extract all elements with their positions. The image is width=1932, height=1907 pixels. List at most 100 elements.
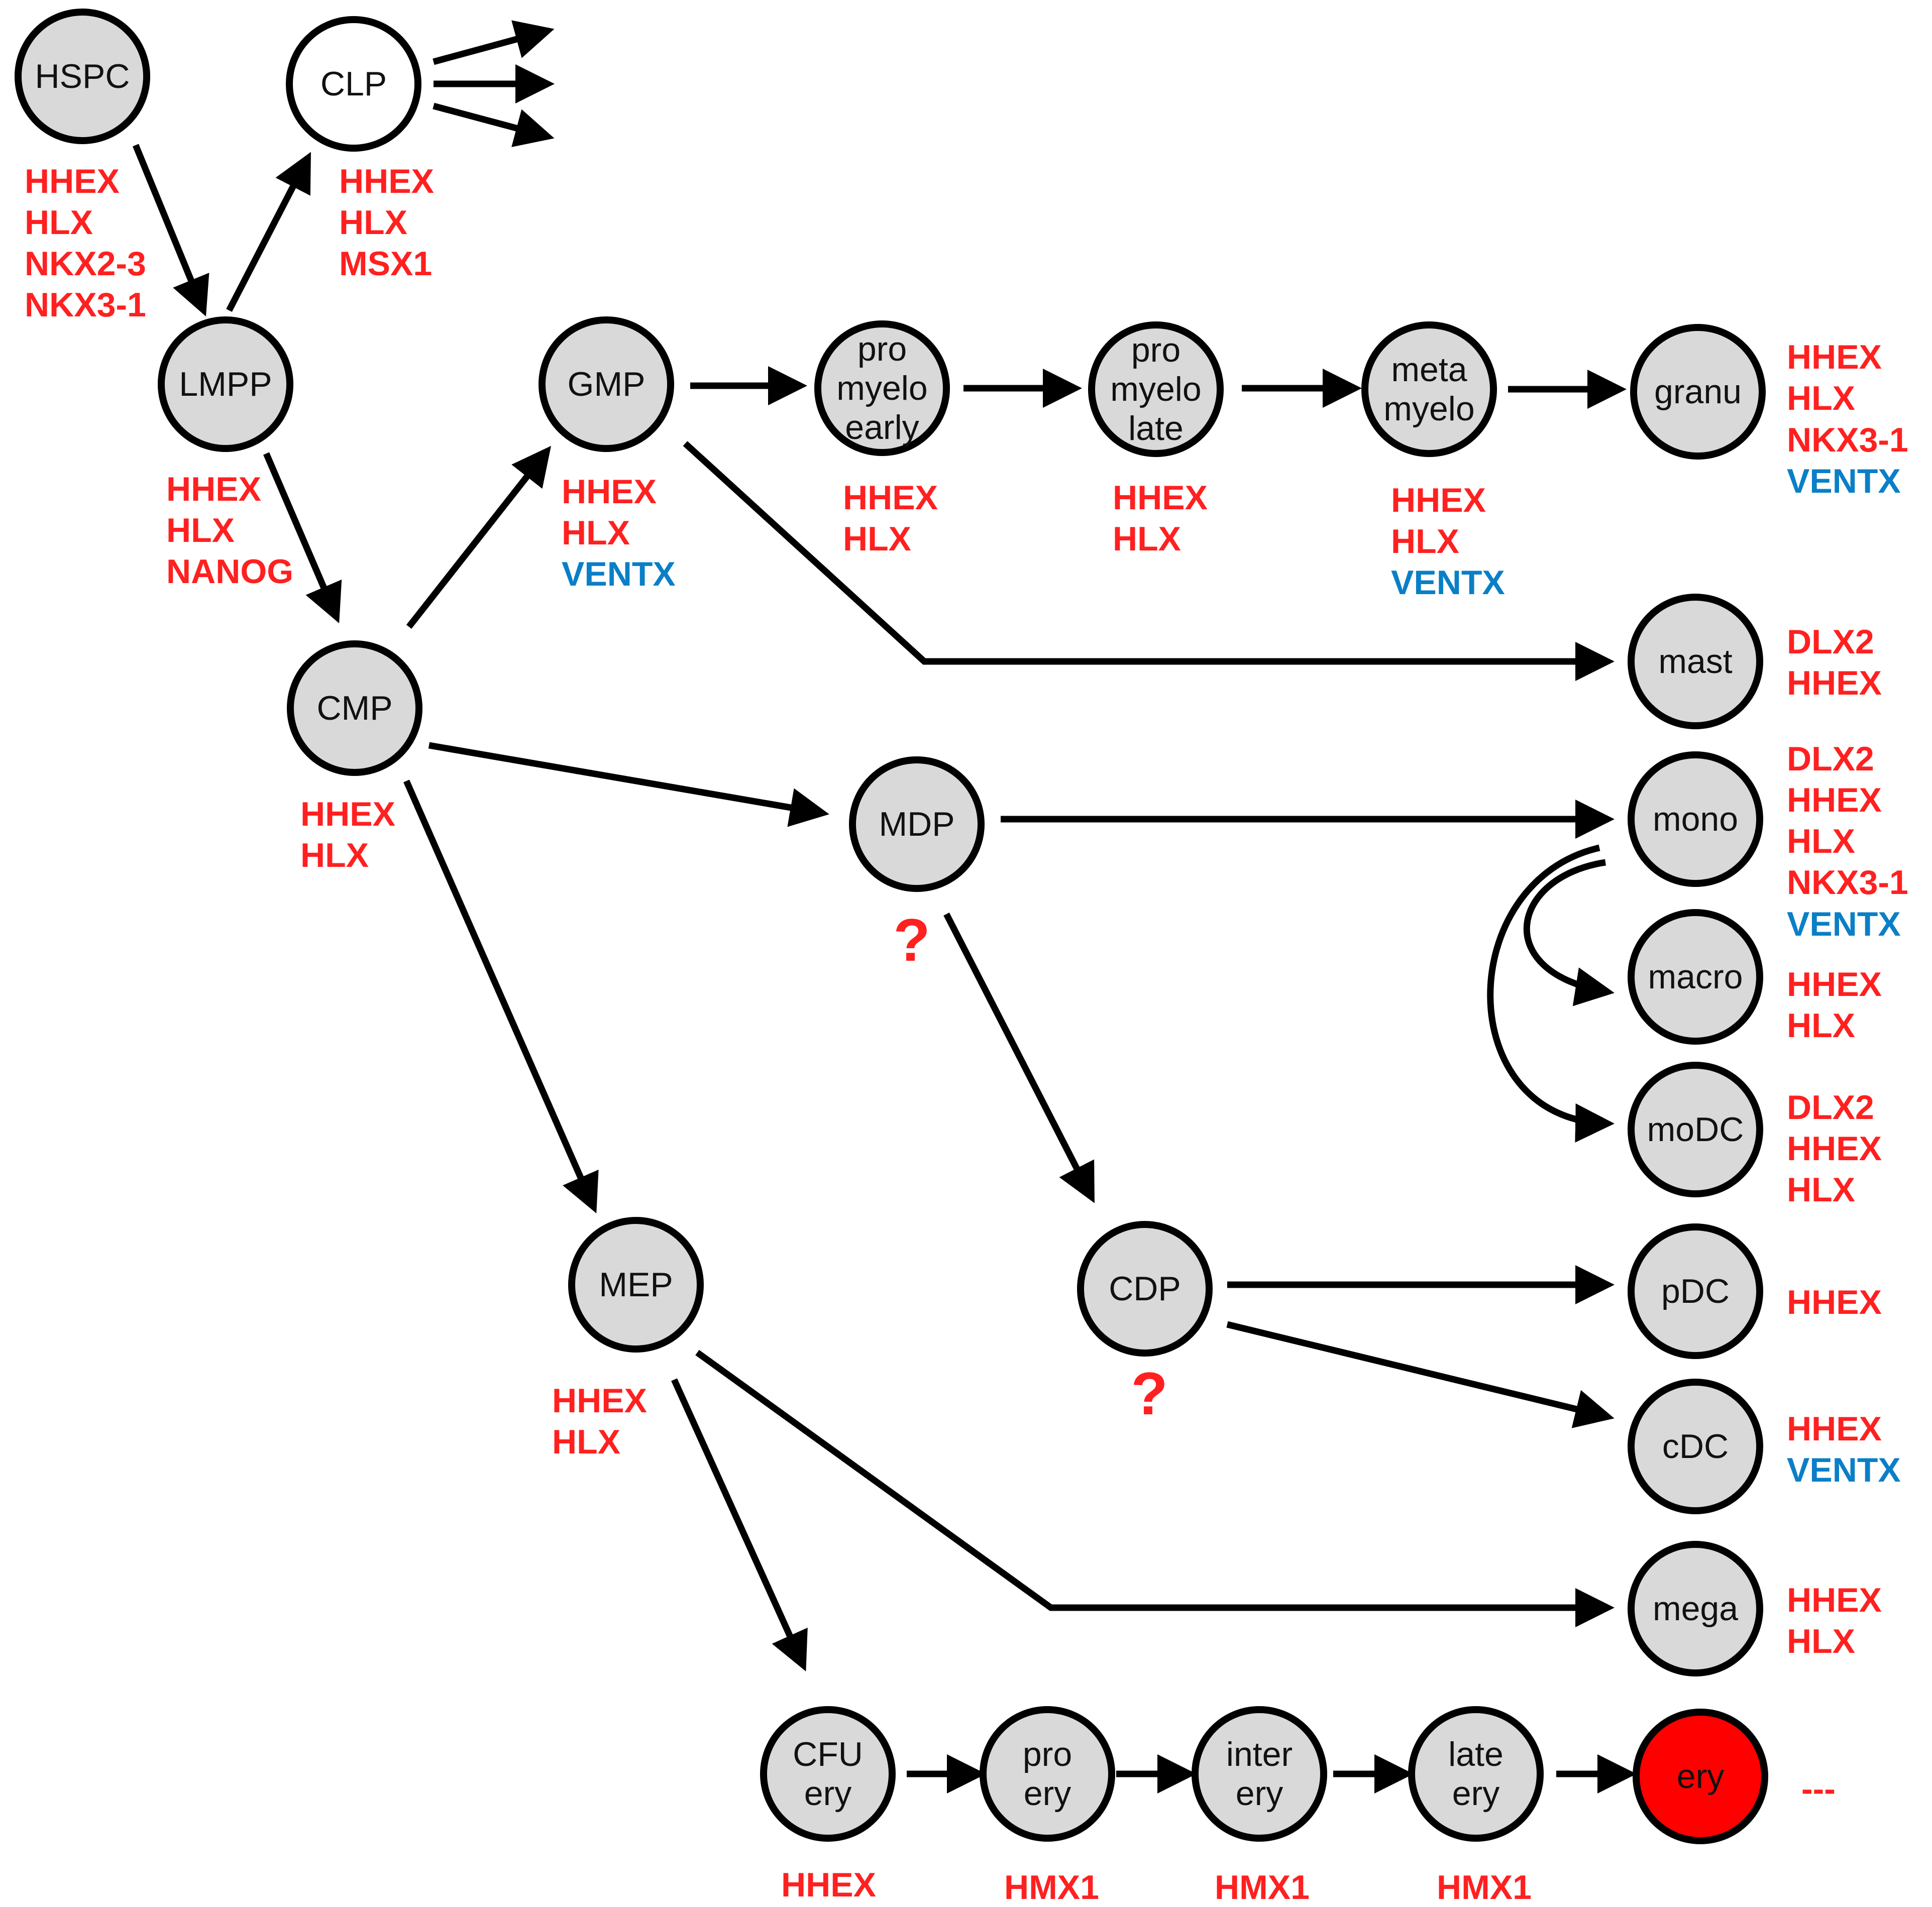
gene-list-ery: --- bbox=[1801, 1770, 1836, 1808]
node-circle-mono bbox=[1628, 751, 1763, 887]
gene-label: HLX bbox=[1787, 379, 1855, 417]
edge-lmpp-to-cmp bbox=[263, 452, 342, 623]
gene-list-proery: HMX1 bbox=[1004, 1868, 1099, 1906]
node-label: mono bbox=[1653, 800, 1738, 838]
edge-hspc-to-lmpp bbox=[132, 144, 209, 317]
node-ery: ery bbox=[1633, 1709, 1768, 1844]
gene-label: HLX bbox=[1787, 822, 1855, 860]
gene-label: HLX bbox=[1787, 1171, 1855, 1209]
node-label: cDC bbox=[1662, 1427, 1729, 1466]
node-circle-late bbox=[1408, 1706, 1544, 1842]
node-circle-gmp bbox=[539, 316, 674, 452]
gene-label: HHEX bbox=[1787, 1581, 1882, 1619]
node-circle-meta bbox=[1361, 321, 1497, 457]
node-hspc: HSPC bbox=[15, 9, 150, 144]
node-mono: mono bbox=[1628, 751, 1763, 887]
gene-label: NKX2-3 bbox=[25, 245, 146, 283]
node-label: early bbox=[845, 408, 919, 446]
gene-label: DLX2 bbox=[1787, 1088, 1874, 1127]
gene-label: HHEX bbox=[1787, 965, 1882, 1003]
node-macro: macro bbox=[1628, 909, 1763, 1045]
gene-label: HLX bbox=[166, 511, 235, 549]
edge-cdp-to-cdc bbox=[1226, 1321, 1615, 1428]
node-label: CMP bbox=[316, 689, 392, 727]
node-mast: mast bbox=[1628, 594, 1763, 729]
gene-label: HLX bbox=[1787, 1622, 1855, 1660]
edge-clp-to-out-3 bbox=[433, 102, 555, 147]
gene-label: HLX bbox=[552, 1423, 620, 1461]
node-mep: MEP bbox=[568, 1217, 704, 1353]
gene-label: HHEX bbox=[300, 795, 395, 833]
node-circle-proery bbox=[980, 1706, 1115, 1842]
node-gmp: GMP bbox=[539, 316, 674, 452]
gene-label: VENTX bbox=[562, 555, 676, 593]
node-label: ery bbox=[804, 1774, 851, 1813]
node-circle-clp bbox=[286, 16, 421, 152]
node-label: mast bbox=[1658, 642, 1732, 681]
gene-label: HLX bbox=[562, 514, 630, 552]
node-label: inter bbox=[1226, 1735, 1293, 1773]
gene-list-cfu: HHEX bbox=[781, 1866, 876, 1904]
node-circle-ery bbox=[1633, 1709, 1768, 1844]
node-label: LMPP bbox=[179, 365, 272, 403]
gene-label: HLX bbox=[1787, 1006, 1855, 1045]
gene-list-late: HMX1 bbox=[1437, 1868, 1532, 1906]
node-circle-modc bbox=[1628, 1062, 1763, 1197]
node-circle-cdp bbox=[1077, 1221, 1213, 1357]
node-label: myelo bbox=[1110, 370, 1201, 408]
node-circle-pme bbox=[814, 320, 950, 456]
node-label: macro bbox=[1648, 958, 1743, 996]
node-cdp: CDP bbox=[1077, 1221, 1213, 1357]
gene-label: NKX3-1 bbox=[1787, 421, 1908, 459]
edge-mep-to-mega bbox=[695, 1350, 1615, 1627]
node-label: MEP bbox=[599, 1266, 673, 1304]
node-label: pro bbox=[857, 330, 907, 368]
edge-mdp-to-cdp bbox=[943, 913, 1095, 1203]
gene-label: HHEX bbox=[1391, 481, 1486, 519]
node-label: granu bbox=[1654, 373, 1742, 411]
gene-label: VENTX bbox=[1787, 1451, 1901, 1489]
gene-label: DLX2 bbox=[1787, 623, 1874, 661]
gene-labels-layer: HHEXHLXNKX2-3NKX3-1HHEXHLXMSX1HHEXHLXNAN… bbox=[25, 162, 1908, 1906]
node-circle-inter bbox=[1192, 1706, 1327, 1842]
gene-list-pdc: HHEX bbox=[1787, 1283, 1882, 1321]
gene-label: VENTX bbox=[1787, 905, 1901, 943]
node-mdp: MDP bbox=[849, 756, 985, 892]
node-circle-cfu bbox=[760, 1706, 896, 1842]
node-label: CFU bbox=[793, 1735, 863, 1773]
node-modc: moDC bbox=[1628, 1062, 1763, 1197]
gene-label: HMX1 bbox=[1437, 1868, 1532, 1906]
node-label: ery bbox=[1024, 1774, 1071, 1813]
gene-label: HHEX bbox=[1787, 781, 1882, 819]
node-circle-pml bbox=[1088, 321, 1224, 457]
edge-mep-to-cfu bbox=[671, 1378, 808, 1671]
node-lmpp: LMPP bbox=[158, 316, 293, 452]
node-label: myelo bbox=[1383, 390, 1474, 428]
question-mark-cdp: ? bbox=[1131, 1360, 1167, 1427]
gene-label: HHEX bbox=[339, 162, 434, 200]
gene-label: HHEX bbox=[1787, 338, 1882, 376]
node-label: pDC bbox=[1661, 1272, 1730, 1310]
gene-label: HLX bbox=[1113, 520, 1181, 558]
gene-label: HLX bbox=[1391, 522, 1459, 560]
node-granu: granu bbox=[1630, 324, 1766, 460]
node-label: mega bbox=[1653, 1590, 1738, 1628]
edge-lmpp-to-clp bbox=[226, 152, 311, 312]
node-circle-mast bbox=[1628, 594, 1763, 729]
node-label: pro bbox=[1131, 331, 1180, 369]
node-label: MDP bbox=[879, 805, 954, 843]
node-label: myelo bbox=[836, 369, 927, 407]
gene-label: MSX1 bbox=[339, 245, 432, 283]
